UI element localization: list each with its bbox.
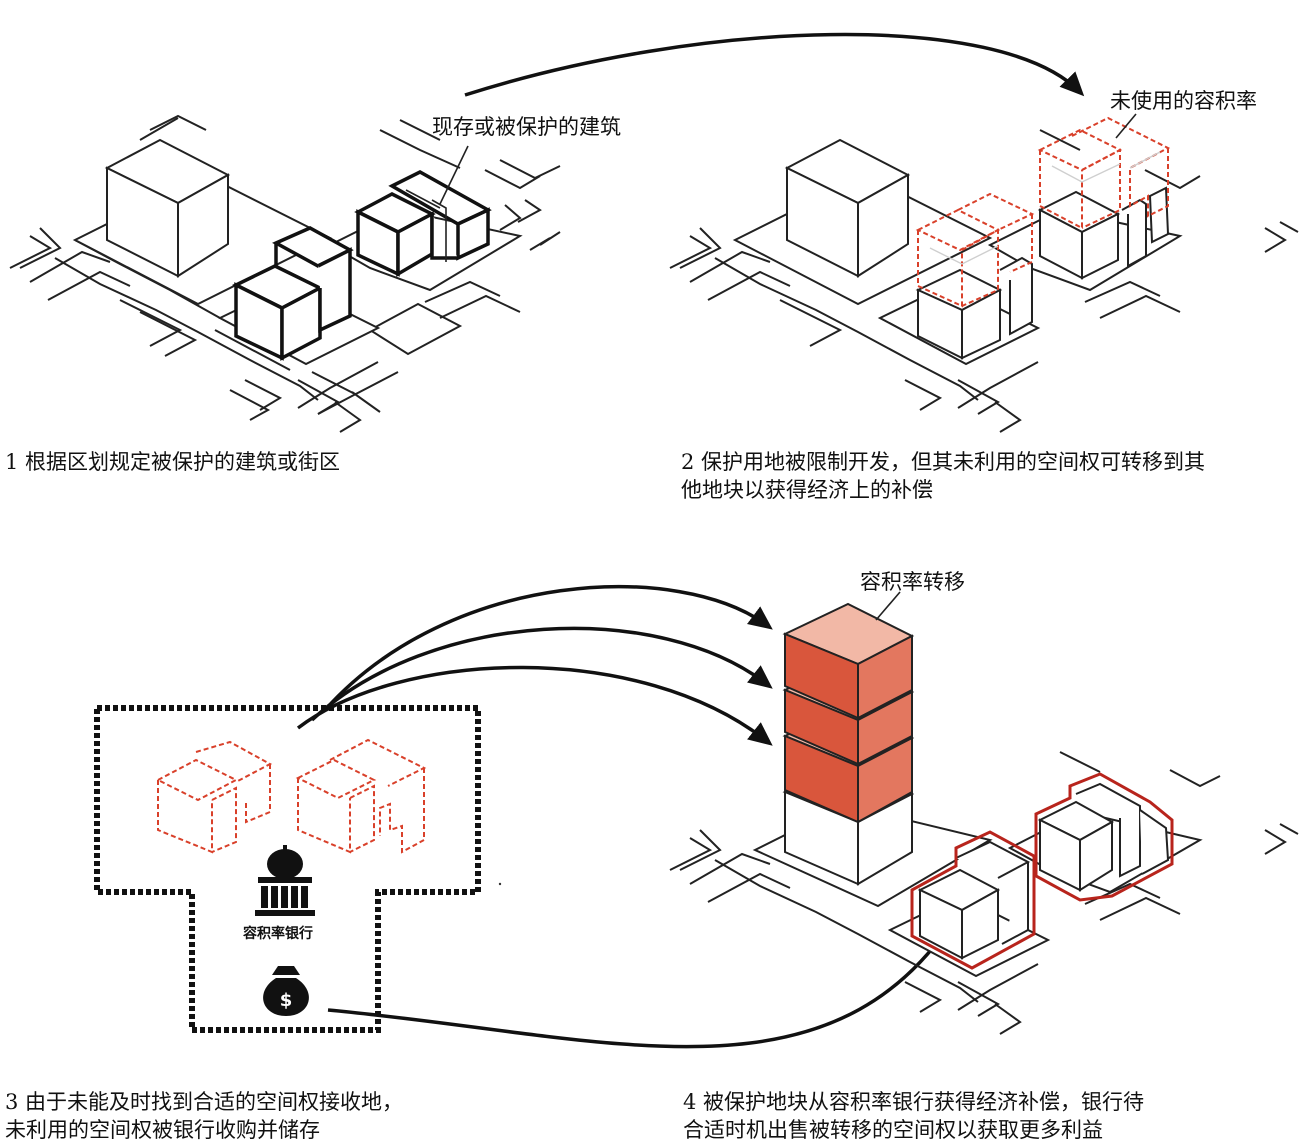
panel-3-caption: 3 由于未能及时找到合适的空间权接收地， 未利用的空间权被银行收购并储存 xyxy=(5,1090,404,1142)
protected-buildings-1 xyxy=(232,170,492,361)
panel-4-far-transfer xyxy=(669,591,1299,1035)
protected-outline-4 xyxy=(910,772,1174,970)
panel-4-callout: 容积率转移 xyxy=(860,570,965,594)
transfer-arrow-1-to-2 xyxy=(464,32,1085,97)
svg-text:$: $ xyxy=(280,990,293,1011)
panel-1-protected-buildings xyxy=(9,114,561,433)
transfer-arrow-3a xyxy=(323,584,773,712)
faint-ghost-lines-2 xyxy=(929,151,1161,265)
street-grid-4 xyxy=(669,751,1299,1035)
base-buildings-2 xyxy=(915,186,1170,360)
transferred-far-floors xyxy=(782,602,915,824)
money-bag-icon: $ xyxy=(263,966,309,1016)
callout-leader-2 xyxy=(1115,113,1137,139)
stored-far-volumes xyxy=(155,738,427,854)
bank-label: 容积率银行 xyxy=(242,925,313,942)
panel-1-callout: 现存或被保护的建筑 xyxy=(432,115,621,139)
callout-leader-4 xyxy=(875,591,901,621)
panel-1-caption: 1 根据区划规定被保护的建筑或街区 xyxy=(5,450,341,474)
compensation-arrow xyxy=(327,923,952,1049)
transfer-arrow-3c xyxy=(296,665,773,746)
panel-2-caption: 2 保护用地被限制开发，但其未利用的空间权可转移到其 他地块以获得经济上的补偿 xyxy=(681,450,1206,502)
panel-2-callout: 未使用的容积率 xyxy=(1110,89,1257,113)
stray-dot xyxy=(498,882,502,886)
existing-tall-block-1 xyxy=(104,138,231,278)
panel-4-caption: 4 被保护地块从容积率银行获得经济补偿，银行待 合适时机出售被转移的空间权以获取… xyxy=(683,1090,1145,1142)
callout-leader-1 xyxy=(439,145,469,205)
protected-buildings-4 xyxy=(917,782,1170,960)
street-grid-2 xyxy=(669,129,1299,433)
protected-building-inner-lines-1 xyxy=(405,189,447,262)
bank-storage-box xyxy=(94,705,481,1033)
panel-2-unused-far xyxy=(669,113,1299,433)
street-grid-1 xyxy=(9,114,561,433)
transfer-arrow-3b xyxy=(310,626,773,722)
existing-tall-block-2 xyxy=(784,138,911,278)
bank-building-icon xyxy=(255,845,315,916)
panel-3-far-bank: $ xyxy=(94,705,481,1033)
